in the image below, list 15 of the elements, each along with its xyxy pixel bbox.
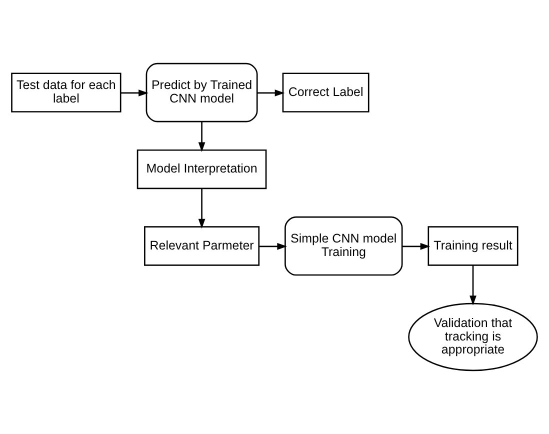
arrow <box>257 90 285 96</box>
arrow <box>198 122 206 152</box>
arrow <box>198 188 206 229</box>
node-box: Relevant Parmeter <box>144 226 260 266</box>
node-box: Model Interpretation <box>136 149 267 190</box>
node-ellipse: Validation that tracking is appropriate <box>408 302 538 372</box>
node-box: Test data for each label <box>11 72 122 112</box>
node-box: Training result <box>428 226 518 266</box>
arrow <box>470 265 476 306</box>
node-box: Predict by Trained CNN model <box>146 62 258 122</box>
node-box: Simple CNN model Training <box>284 216 403 276</box>
arrow <box>259 242 288 250</box>
arrow <box>402 242 430 250</box>
arrow <box>120 90 148 96</box>
node-box: Correct Label <box>282 72 370 112</box>
